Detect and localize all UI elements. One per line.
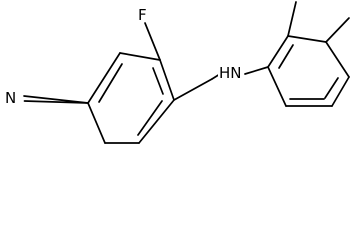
methylene-bond (173, 78, 213, 101)
ring2-bond-f (267, 66, 287, 107)
ring2-inner-bond-2 (324, 77, 339, 99)
nitrile-nitrogen-label: N (5, 89, 16, 107)
ring1-inner-bond-2 (137, 100, 163, 136)
nitrile-group (23, 95, 89, 104)
ring1-inner-bond-3 (152, 67, 164, 95)
amine-bond-right (244, 66, 269, 75)
ring1-bond-a (87, 52, 121, 104)
amine-label-bg (218, 63, 244, 81)
fluorine-label-bg (136, 4, 150, 22)
ring1-bond-f (87, 102, 106, 144)
fluorobenzene-ring (87, 52, 175, 144)
nitrile-label-bg (4, 88, 20, 106)
ring1-bond-c (159, 59, 175, 101)
nitrile-triple-bond-2 (23, 100, 89, 104)
ring2-bond-a (267, 35, 289, 68)
ring2-bond-b (287, 35, 327, 43)
amine-label: HN (219, 64, 242, 82)
ring1-bond-b (119, 52, 161, 61)
ring1-inner-bond-1 (98, 63, 123, 103)
ring2-inner-bond-1 (278, 44, 294, 69)
fluorine-bond (144, 22, 161, 61)
structure-diagram: N F HN (4, 1, 350, 144)
methyl-bond-2 (325, 17, 350, 43)
dimethylphenyl-ring (267, 1, 350, 107)
ring2-bond-d (331, 76, 350, 107)
ring2-bond-c (325, 41, 350, 78)
ring1-bond-d (138, 99, 175, 144)
methyl-bond-1 (287, 1, 297, 37)
fluorine-label: F (138, 6, 147, 24)
